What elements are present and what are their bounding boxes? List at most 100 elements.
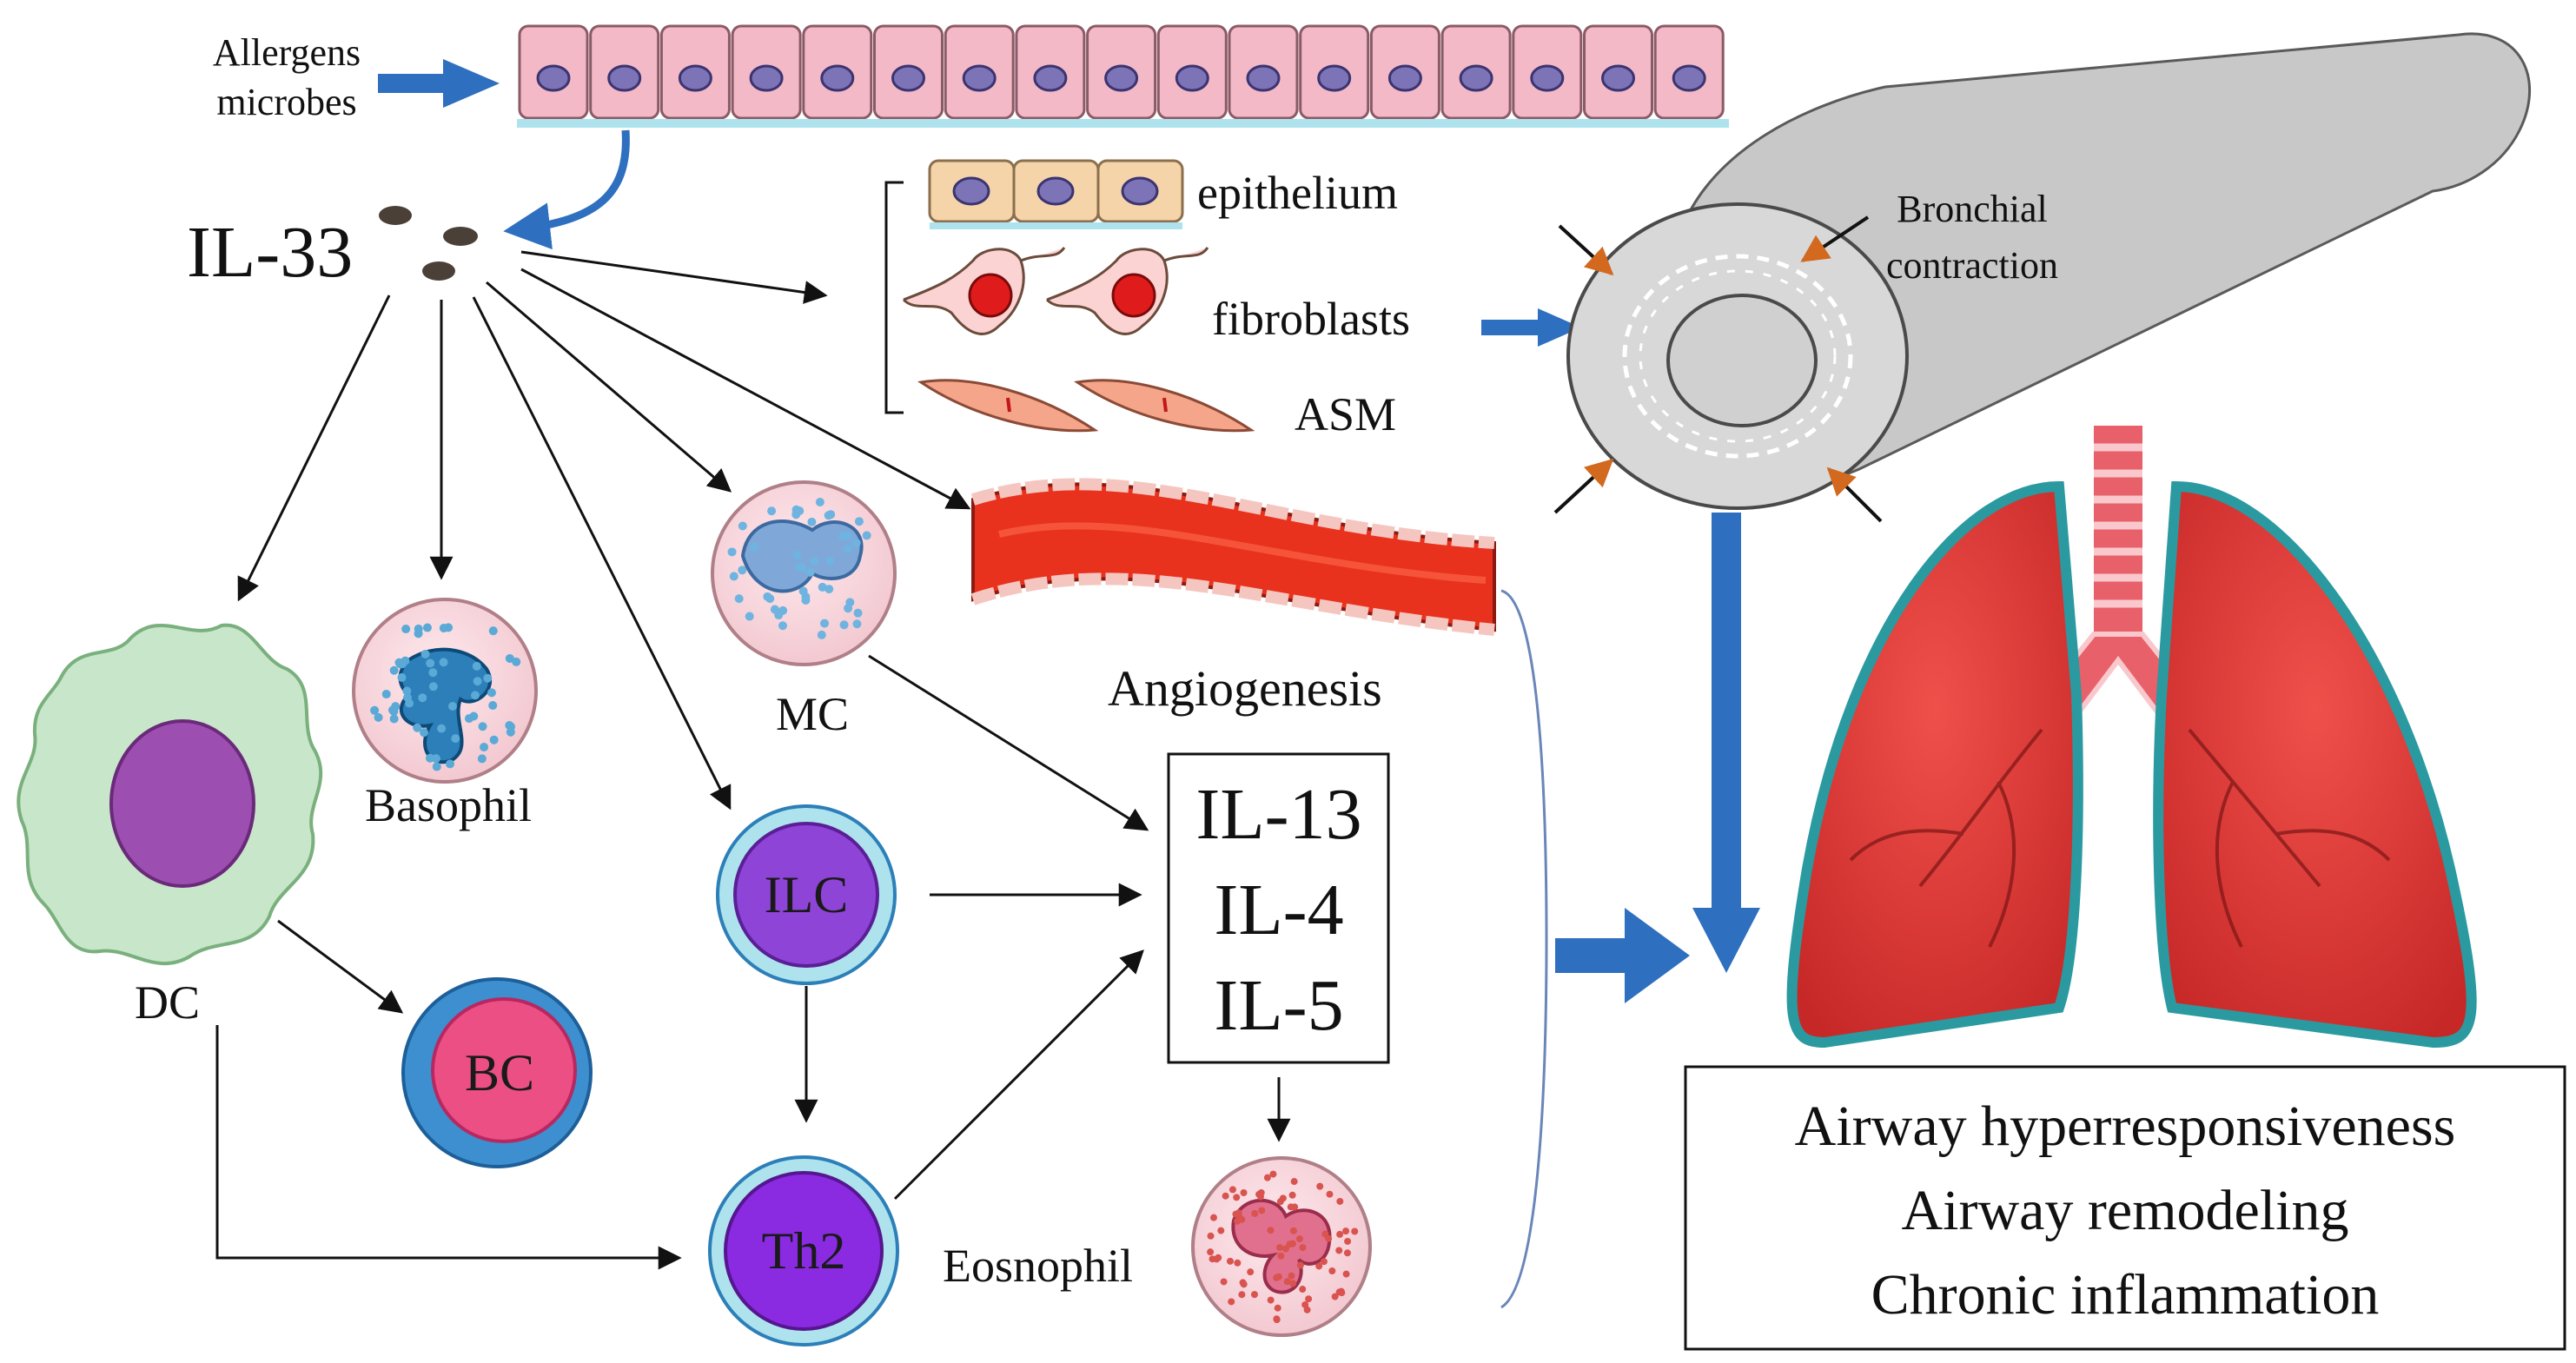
basement-membrane <box>517 119 1729 128</box>
arrow-th2-to-il <box>893 949 1144 1201</box>
granule <box>448 702 458 711</box>
outcome-3: Chronic inflammation <box>1871 1263 2380 1327</box>
granule <box>1328 1267 1336 1274</box>
granule <box>419 728 428 738</box>
granule <box>428 668 438 678</box>
granule <box>805 567 815 577</box>
fibroblasts-label: fibroblasts <box>1212 293 1410 345</box>
granule <box>1283 1278 1291 1286</box>
th2-label: Th2 <box>762 1222 846 1280</box>
granule <box>488 626 498 636</box>
granule <box>1343 1249 1351 1257</box>
granule <box>1207 1232 1215 1240</box>
epithelial-nucleus <box>1459 64 1493 92</box>
granule <box>815 498 824 507</box>
epithelium-label: epithelium <box>1197 167 1398 219</box>
granule <box>1222 1192 1229 1200</box>
granule <box>413 723 422 732</box>
granule <box>778 621 787 631</box>
granule <box>1232 1210 1240 1218</box>
granule <box>727 547 737 557</box>
granule <box>1263 1174 1271 1181</box>
granule <box>810 556 819 566</box>
epithelial-nucleus <box>820 64 855 92</box>
granule <box>1286 1241 1294 1248</box>
granule <box>1273 1316 1281 1324</box>
granule <box>1217 1227 1225 1234</box>
granule <box>1287 1203 1295 1211</box>
granule <box>862 531 871 540</box>
stimulus-line2: microbes <box>216 81 356 123</box>
epithelial-nucleus <box>1601 64 1635 92</box>
epithelial-nucleus <box>1104 64 1139 92</box>
epithelial-nucleus <box>1672 64 1706 92</box>
granule <box>852 619 862 629</box>
granule <box>483 673 493 683</box>
granule <box>1342 1270 1350 1278</box>
il33-arrows <box>237 250 971 811</box>
granule <box>1250 1291 1258 1299</box>
granule <box>381 690 391 699</box>
arrow-to-dc <box>237 294 391 602</box>
granule <box>1281 1245 1289 1253</box>
bronchial-label-line1: Bronchial <box>1897 188 2048 230</box>
bronchus-to-lung-arrow <box>1692 513 1760 973</box>
granule <box>1315 1262 1323 1270</box>
granule <box>807 517 817 526</box>
basophil-label: Basophil <box>365 779 532 831</box>
granule <box>1316 1182 1324 1190</box>
granule <box>1228 1186 1236 1194</box>
granule <box>750 543 759 552</box>
granule <box>843 545 852 554</box>
granule <box>1276 1198 1284 1206</box>
granule <box>854 517 864 526</box>
granule <box>428 682 438 691</box>
granule <box>487 688 496 698</box>
structural-to-bronchus-arrow <box>1481 308 1581 347</box>
arrow-to-mc <box>486 281 732 493</box>
il33-label: IL-33 <box>187 212 353 293</box>
mc-label: MC <box>776 688 849 740</box>
granule <box>1299 1244 1307 1252</box>
granule <box>506 727 515 737</box>
release-arrow <box>503 129 630 250</box>
granule <box>1238 1291 1246 1299</box>
blood-vessel <box>970 478 1496 636</box>
granule <box>422 623 432 632</box>
granule <box>792 550 802 559</box>
granule <box>402 686 412 696</box>
granule <box>1338 1289 1346 1297</box>
granule <box>824 511 833 520</box>
granule <box>1251 1209 1259 1217</box>
granule <box>1336 1197 1344 1205</box>
granule <box>1210 1214 1218 1221</box>
mc-granules <box>727 498 871 639</box>
eosinophil-granules <box>1207 1170 1359 1324</box>
granule <box>1288 1272 1295 1280</box>
granule <box>1255 1190 1263 1198</box>
granule <box>512 657 521 666</box>
arrow-to-structural <box>520 250 828 304</box>
bronchus-tube <box>1566 32 2532 510</box>
bronchial-contraction-arrows <box>1553 215 1883 523</box>
th2-cell <box>708 1155 899 1346</box>
epithelium-cells <box>928 159 1184 229</box>
arrow-to-ilc <box>472 296 732 811</box>
granule <box>437 724 447 733</box>
granule <box>439 658 448 667</box>
granule <box>1288 1191 1296 1199</box>
granule <box>738 566 747 575</box>
arrow-dc-to-th2 <box>215 1025 682 1270</box>
outcomes-box <box>1684 1065 2566 1351</box>
granule <box>1247 1268 1255 1276</box>
interleukin-box <box>1167 752 1390 1064</box>
granule <box>765 594 775 604</box>
granule <box>439 623 448 632</box>
granule <box>451 734 460 744</box>
granule <box>397 672 407 682</box>
granule <box>1336 1230 1344 1238</box>
epithelial-nucleus <box>1175 64 1209 92</box>
granule <box>418 693 427 703</box>
granule <box>825 556 835 566</box>
